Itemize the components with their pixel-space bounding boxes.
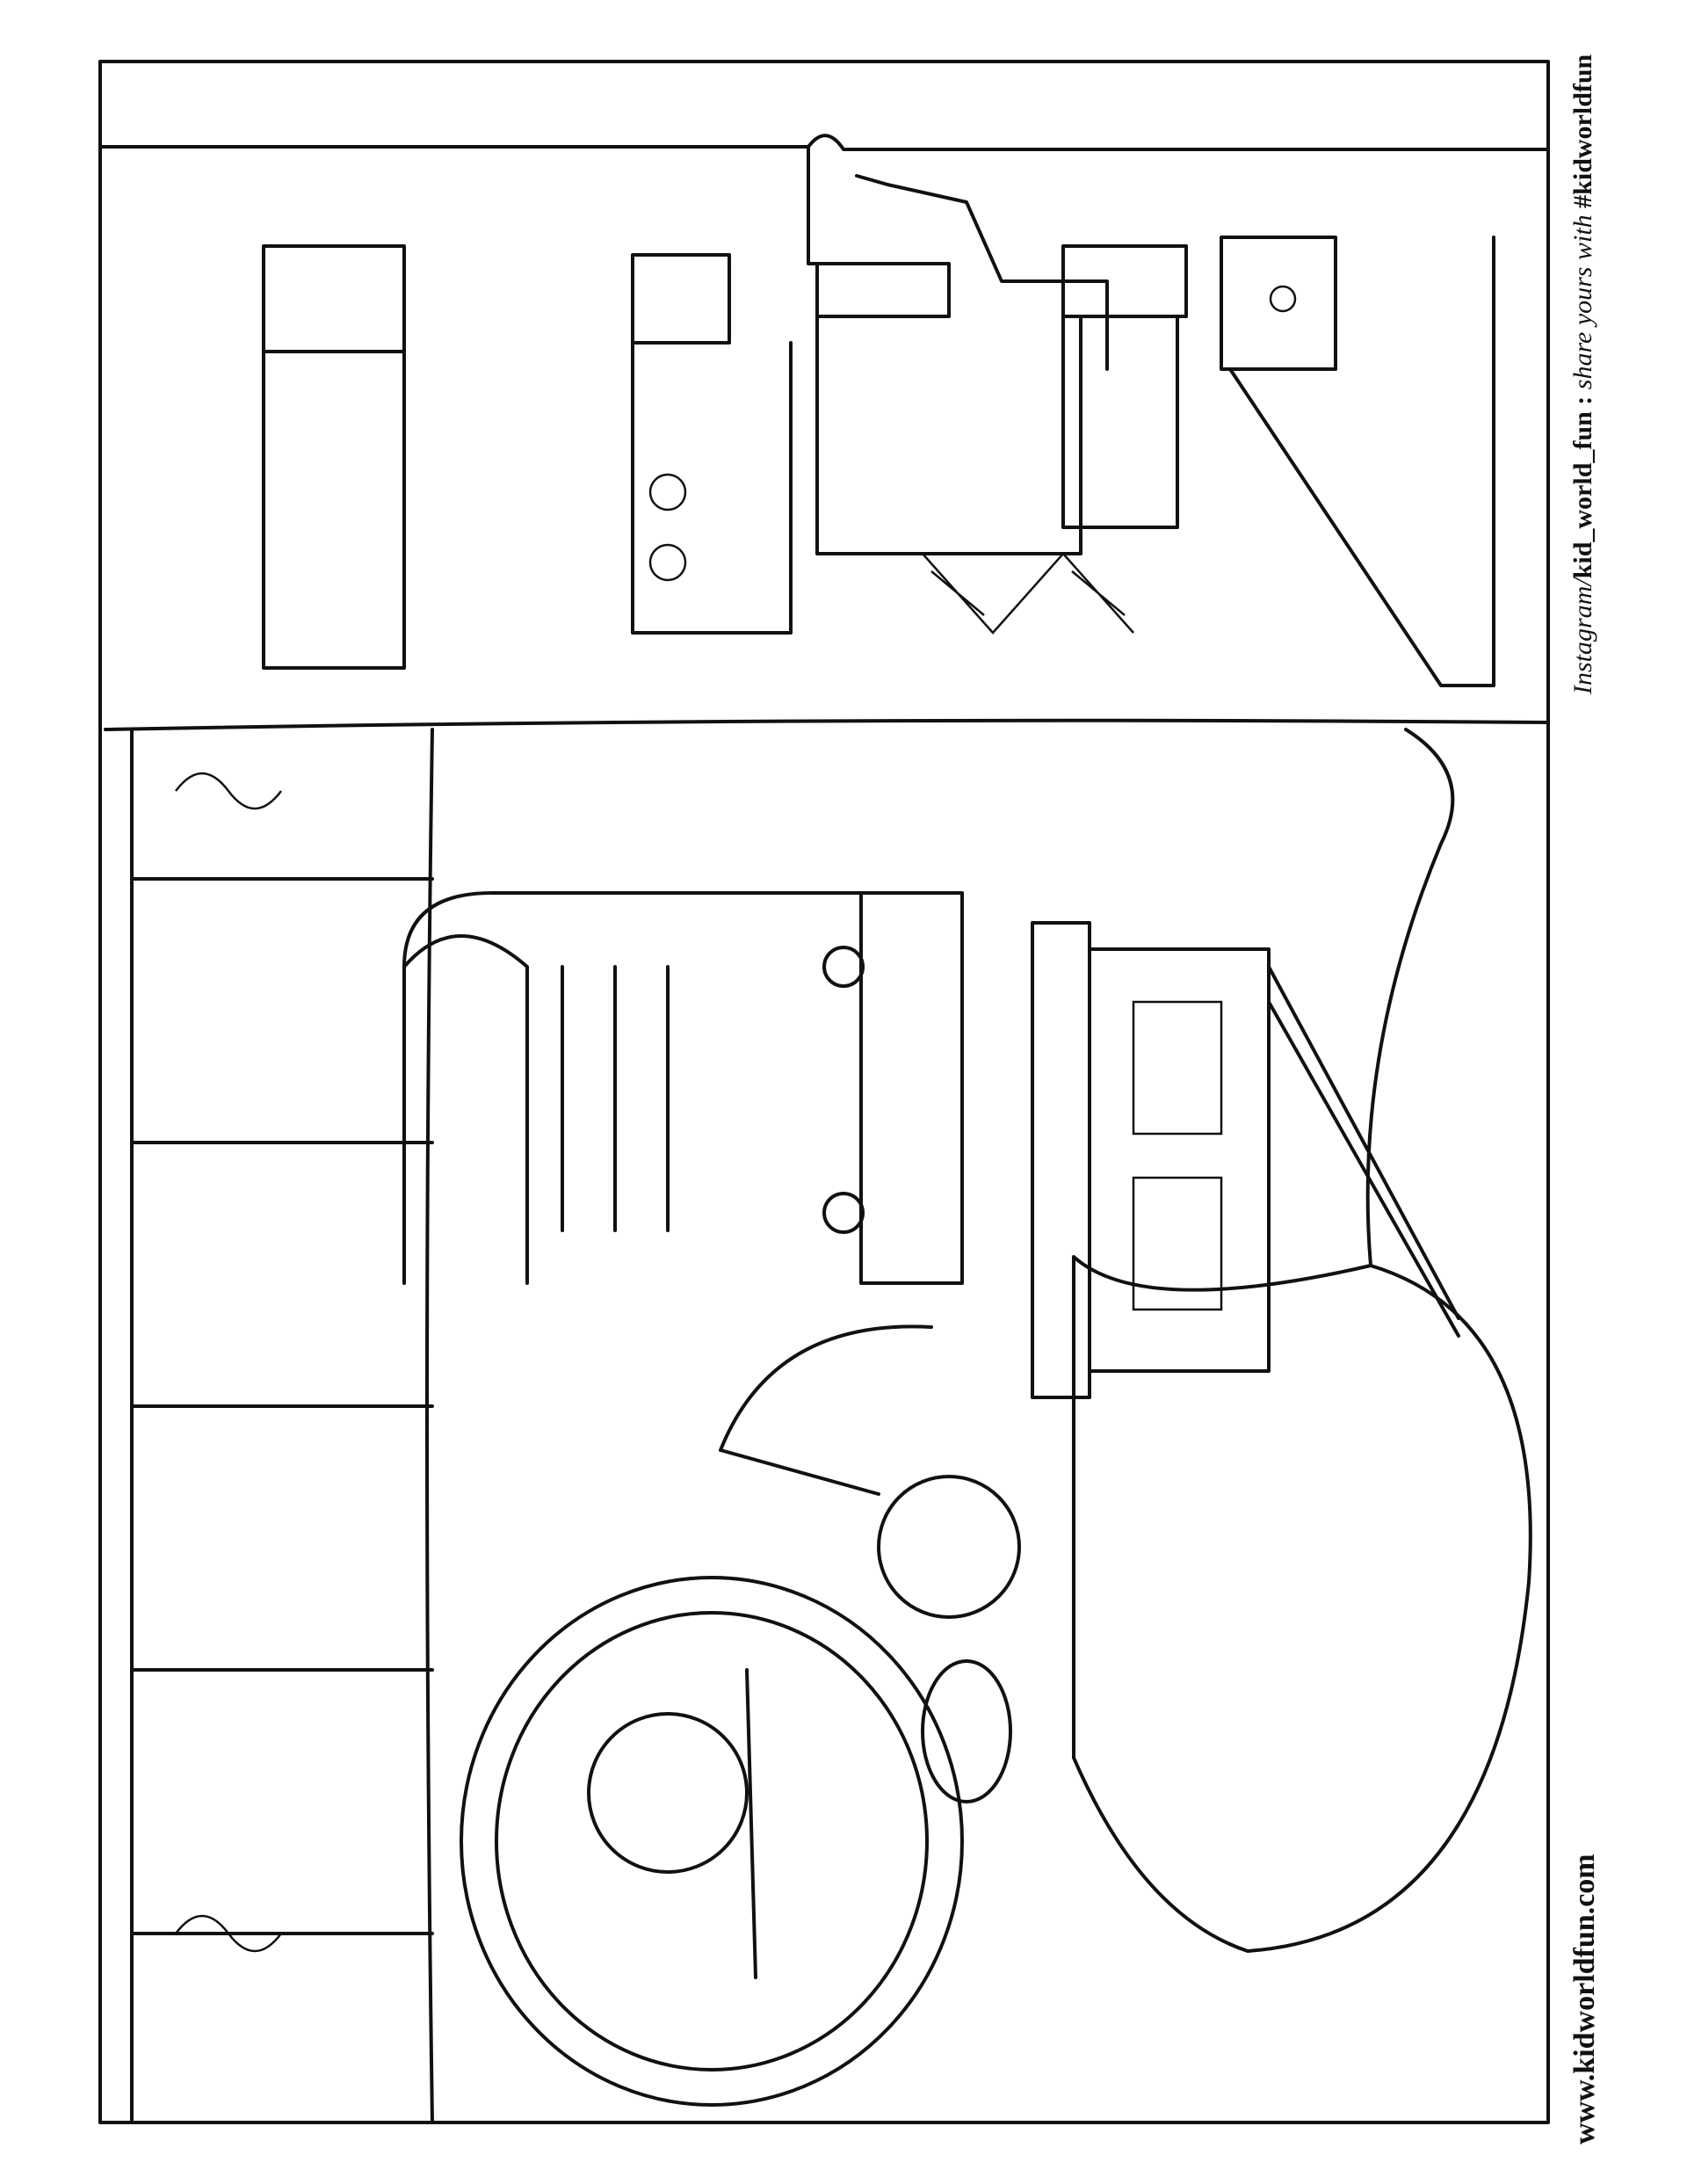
portrait-frame: [460, 1576, 964, 2107]
castle-cutaway: [98, 134, 1550, 731]
princess: [719, 1255, 1532, 1953]
instagram-prefix: Instagram/: [1568, 578, 1597, 694]
floor-curve: [1365, 728, 1455, 1267]
website-url: www.kidworldfun.com: [1568, 1854, 1601, 2144]
share-text: share yours with: [1568, 207, 1597, 390]
brick-wall: [130, 728, 434, 2124]
instagram-credit: Instagram/kid_world_fun : share yours wi…: [1568, 54, 1598, 694]
table: [1031, 921, 1460, 1399]
instagram-handle: kid_world_fun: [1568, 411, 1597, 579]
fireplace-arch: [402, 891, 964, 1285]
separator: :: [1568, 389, 1597, 412]
hashtag: #kidworldfun: [1568, 54, 1597, 208]
page-frame: [98, 60, 1550, 2124]
